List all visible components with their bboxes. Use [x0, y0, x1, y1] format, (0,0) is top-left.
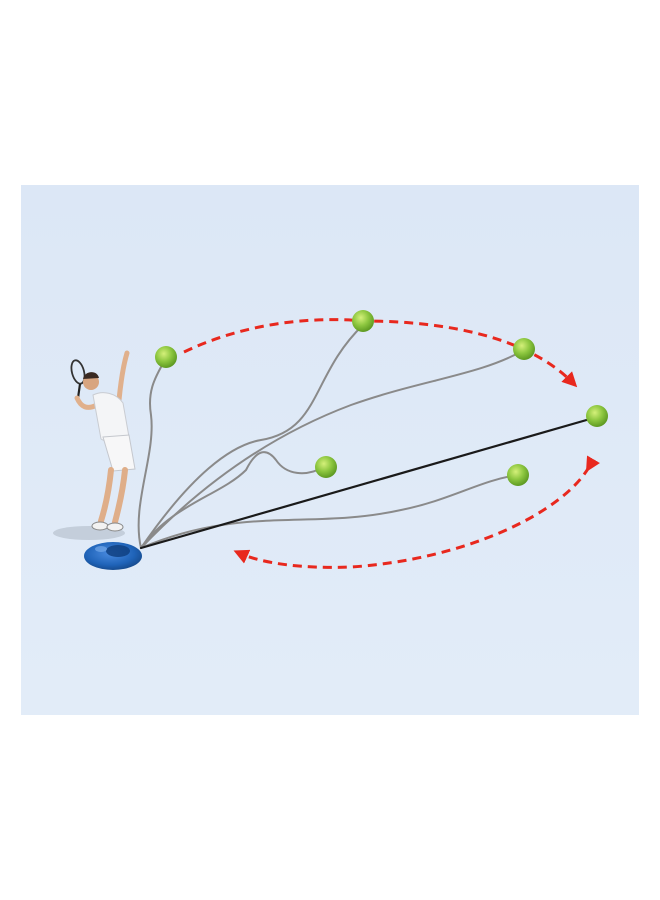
cord-taut [139, 415, 599, 550]
raised-arm [116, 350, 130, 403]
player-left-shoe [91, 521, 109, 531]
tennis-ball-icon [315, 456, 337, 478]
player-left-leg [98, 467, 114, 524]
tennis-ball-icon [586, 405, 608, 427]
lower-arc-arrow [233, 455, 601, 569]
base-fill-cap [106, 545, 130, 557]
player-right-leg [112, 467, 128, 525]
tennis-ball-icon [513, 338, 535, 360]
trainer-base [84, 542, 142, 570]
product-illustration [21, 185, 639, 715]
cord-2 [140, 324, 364, 549]
player-shorts [102, 434, 136, 472]
player-right-shoe [106, 522, 124, 532]
player-shadow [53, 526, 125, 540]
tennis-ball-icon [352, 310, 374, 332]
cord-4 [140, 451, 325, 549]
racket-icon [70, 359, 86, 399]
base-highlight [95, 546, 107, 552]
cord-3 [140, 349, 525, 549]
elastic-cords [137, 324, 599, 550]
tennis-player [70, 350, 136, 532]
cord-1 [137, 356, 167, 549]
illustration-svg [21, 185, 639, 715]
player-hair [83, 372, 99, 379]
tennis-ball-icon [155, 346, 177, 368]
tennis-ball-icon [507, 464, 529, 486]
tennis-balls [155, 310, 608, 486]
